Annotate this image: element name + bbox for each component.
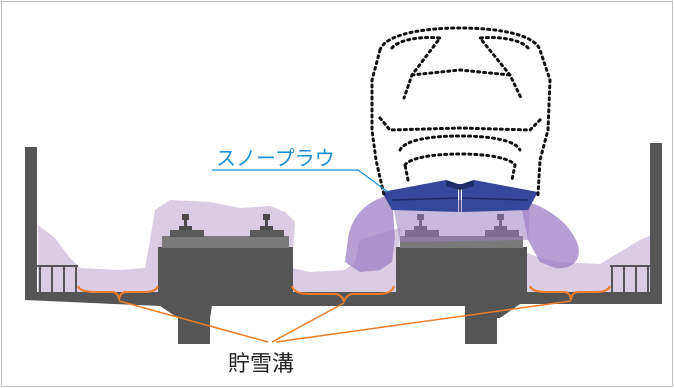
left-wall [25,147,37,297]
bracket-1 [77,285,159,301]
rail-icon [179,214,192,230]
viaduct-structure [25,292,662,344]
snowplow-label: スノープラウ [216,146,335,170]
snowplow-leader [212,169,389,193]
snowplow-blade-icon [382,180,538,212]
train-outline-icon [370,26,552,197]
bracket-2 [291,285,395,303]
snow-trench-leaders [118,300,572,343]
track-bed-left [158,230,293,297]
right-wall [650,143,662,297]
snow-trench-label: 貯雪溝 [228,352,294,377]
right-railing [610,265,650,292]
snow-trench-brackets [77,285,611,303]
bracket-3 [529,285,611,301]
rail-icon [260,214,273,230]
left-railing [37,265,78,292]
